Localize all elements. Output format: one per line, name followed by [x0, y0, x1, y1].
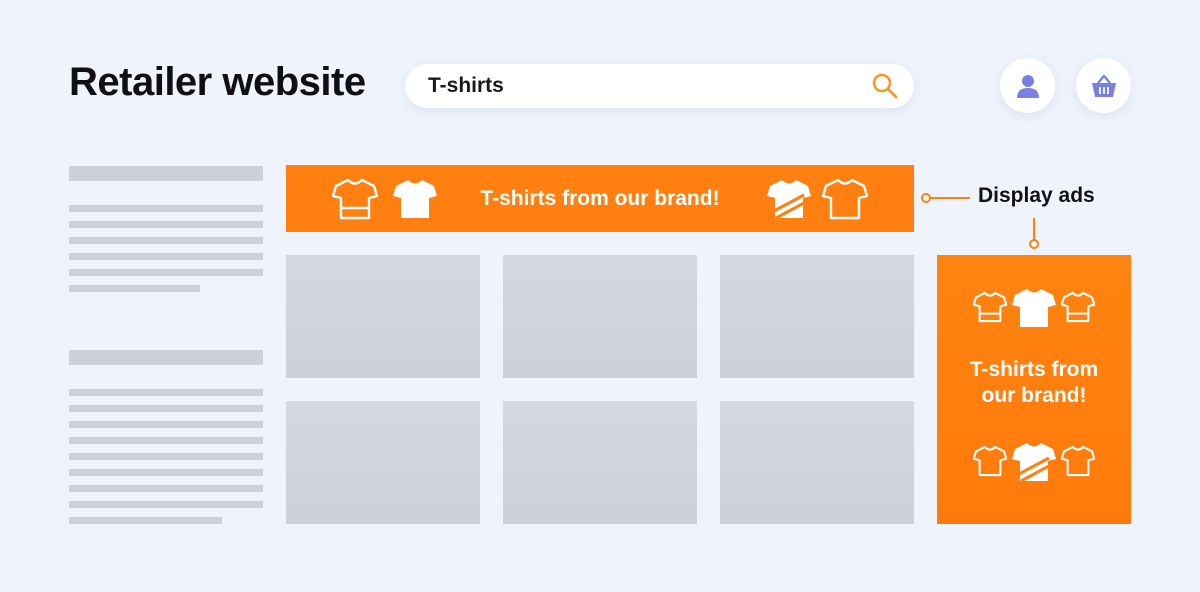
basket-icon — [1091, 74, 1116, 97]
sidebar-line — [69, 421, 263, 428]
search-bar[interactable]: T-shirts — [405, 64, 914, 108]
tshirt-filled-icon — [393, 180, 437, 218]
product-tile[interactable] — [503, 255, 697, 378]
sidebar-line — [69, 501, 263, 508]
sidebar-line — [69, 485, 263, 492]
cart-button[interactable] — [1076, 58, 1131, 113]
search-icon[interactable] — [871, 72, 899, 100]
tshirt-outline-icon — [973, 445, 1007, 477]
side-ad-text-line1: T-shirts from — [969, 358, 1099, 381]
sidebar-line — [69, 405, 263, 412]
account-button[interactable] — [1000, 58, 1055, 113]
tshirt-outline-icon — [1061, 291, 1095, 323]
sidebar-line — [69, 437, 263, 444]
product-tile[interactable] — [720, 255, 914, 378]
tshirt-outline-icon — [822, 178, 868, 220]
banner-ad[interactable]: T-shirts from our brand! — [286, 165, 914, 232]
sidebar-line — [69, 389, 263, 396]
tshirt-striped-icon — [1012, 443, 1056, 483]
sidebar-line — [69, 469, 263, 476]
sidebar-line — [69, 253, 263, 260]
page-title: Retailer website — [69, 60, 366, 104]
sidebar-line — [69, 221, 263, 228]
sidebar-line — [69, 269, 263, 276]
product-tile[interactable] — [720, 401, 914, 524]
sidebar-heading — [69, 350, 263, 365]
side-ad-text-line2: our brand! — [981, 384, 1087, 407]
sidebar-line — [69, 285, 200, 292]
banner-ad-text: T-shirts from our brand! — [480, 187, 720, 210]
display-ads-label: Display ads — [978, 184, 1095, 207]
sidebar-heading — [69, 166, 263, 181]
sidebar-line — [69, 205, 263, 212]
product-tile[interactable] — [286, 255, 480, 378]
user-icon — [1016, 74, 1039, 98]
side-ad-text: T-shirts from our brand! — [937, 357, 1131, 409]
sidebar-line — [69, 453, 263, 460]
side-ad[interactable]: T-shirts from our brand! — [937, 255, 1131, 524]
tshirt-filled-icon — [1012, 289, 1056, 327]
product-tile[interactable] — [503, 401, 697, 524]
sidebar-line — [69, 517, 222, 524]
product-tile[interactable] — [286, 401, 480, 524]
tshirt-outline-icon — [1061, 445, 1095, 477]
sidebar-line — [69, 237, 263, 244]
search-input[interactable]: T-shirts — [428, 74, 504, 97]
tshirt-outline-icon — [973, 291, 1007, 323]
tshirt-striped-icon — [767, 180, 811, 220]
tshirt-outline-icon — [332, 178, 378, 220]
